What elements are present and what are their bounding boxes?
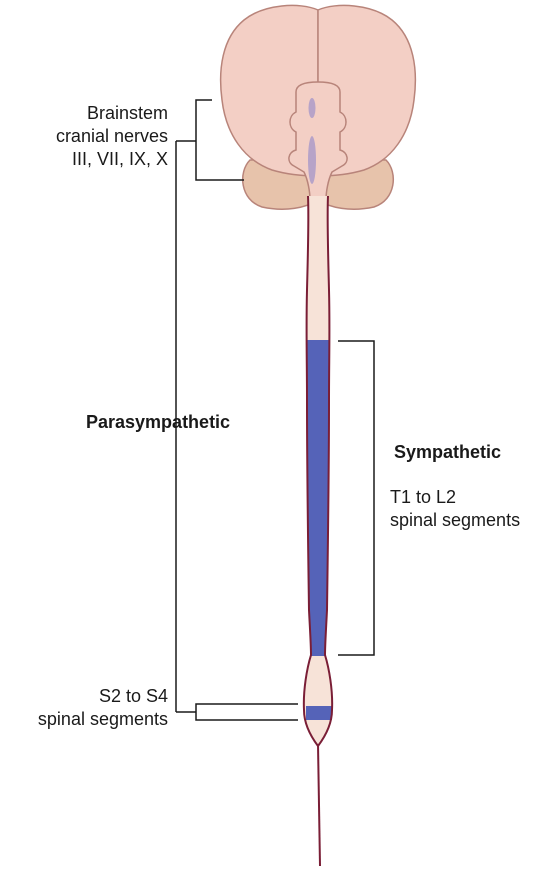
brainstem-label: Brainstem cranial nerves III, VII, IX, X [56, 102, 168, 171]
brainstem-shape [288, 81, 348, 201]
sympathetic-label: Sympathetic [394, 442, 502, 462]
right-hemisphere [317, 4, 417, 177]
sacral-label-line2: spinal segments [37, 709, 168, 729]
thoracolumbar-label: T1 to L2 spinal segments [390, 486, 520, 532]
parasympathetic-label: Parasympathetic [86, 412, 231, 432]
brainstem-label-line3: III, VII, IX, X [71, 149, 168, 169]
thoracolumbar-label-line1: T1 to L2 [390, 487, 457, 507]
sacral-label: S2 to S4 spinal segments [38, 685, 168, 731]
spinal-cord [302, 195, 334, 867]
sacral-segment [306, 706, 332, 720]
left-hemisphere [219, 4, 319, 177]
thoracolumbar-segment [307, 340, 329, 656]
ventricle-lower [308, 136, 316, 184]
thoracolumbar-label-line2: spinal segments [390, 510, 521, 530]
cerebrum [219, 4, 417, 201]
sacral-label-line1: S2 to S4 [98, 686, 168, 706]
sympathetic-bracket [338, 340, 375, 656]
ventricle-upper [308, 98, 316, 118]
brainstem-label-line2: cranial nerves [55, 126, 168, 146]
brainstem-label-line1: Brainstem [86, 103, 168, 123]
filum-terminale [317, 743, 321, 867]
brackets [175, 99, 375, 721]
brainstem-bracket [195, 99, 244, 181]
sacral-bracket [195, 703, 298, 721]
